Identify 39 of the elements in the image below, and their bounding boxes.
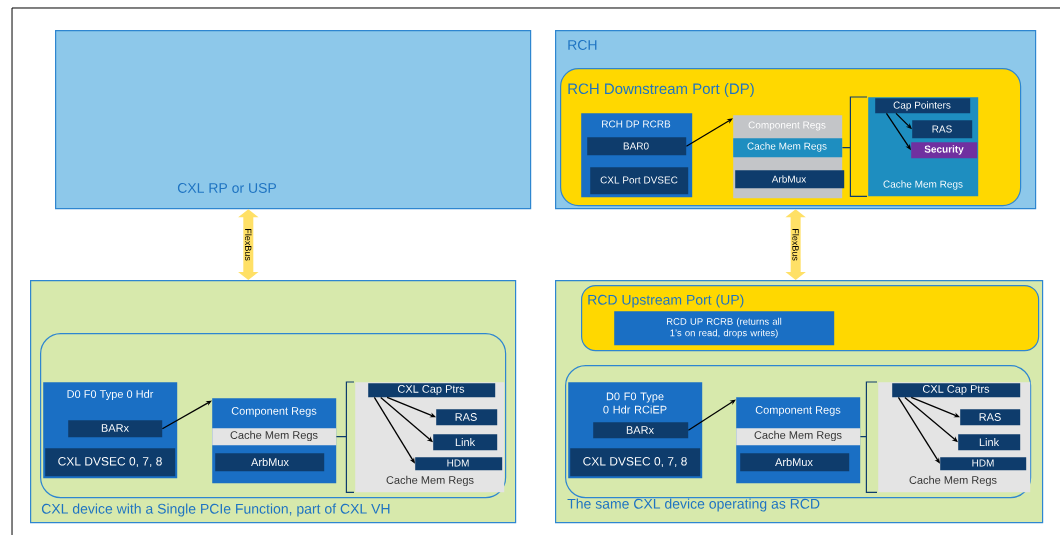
register-box: Cache Mem Regs (736, 428, 861, 446)
arrow (386, 396, 436, 418)
register-box: Cap Pointers (875, 98, 971, 114)
arrow (785, 209, 806, 280)
bracket-connector (859, 381, 878, 493)
arrow (685, 118, 733, 147)
arrow (373, 396, 415, 464)
arrow (161, 400, 212, 430)
register-box: CXL DVSEC 0, 7, 8 (45, 448, 176, 477)
edge-label: FlexBus (244, 227, 253, 262)
register-box: RAS (436, 409, 498, 426)
register-box: ArbMux (735, 170, 845, 189)
bracket-connector (335, 381, 355, 493)
host-panel: CXL RP or USP (55, 30, 532, 210)
arrow (687, 399, 736, 431)
register-box: CXL Port DVSEC (590, 167, 689, 195)
register-box: HDM (940, 457, 1027, 471)
register-box: Link (433, 434, 498, 451)
register-box: CXL Cap Ptrs (368, 383, 496, 398)
register-box: BAR0 (587, 137, 687, 156)
register-box: ArbMux (215, 453, 325, 472)
register-box: CXL DVSEC 0, 7, 8 (570, 448, 701, 477)
arrow (238, 209, 259, 280)
register-box: Cache Mem Regs (733, 138, 843, 158)
register-box: HDM (415, 457, 503, 471)
register-box: Link (958, 434, 1021, 451)
register-box: BARx (68, 420, 163, 438)
register-box: RAS (912, 120, 973, 139)
register-box: BARx (593, 422, 689, 439)
arrow (897, 396, 940, 464)
register-box: ArbMux (740, 453, 850, 472)
register-box: RAS (960, 409, 1021, 426)
register-box: CXL Cap Ptrs (892, 383, 1021, 398)
register-box: RCD UP RCRB (returns all 1’s on read, drops writes) (614, 311, 835, 346)
register-box: Cache Mem Regs (212, 428, 337, 446)
edge-label: FlexBus (791, 227, 800, 262)
arrow (910, 396, 960, 418)
bracket-connector (841, 96, 868, 197)
register-box: Security (911, 142, 978, 159)
